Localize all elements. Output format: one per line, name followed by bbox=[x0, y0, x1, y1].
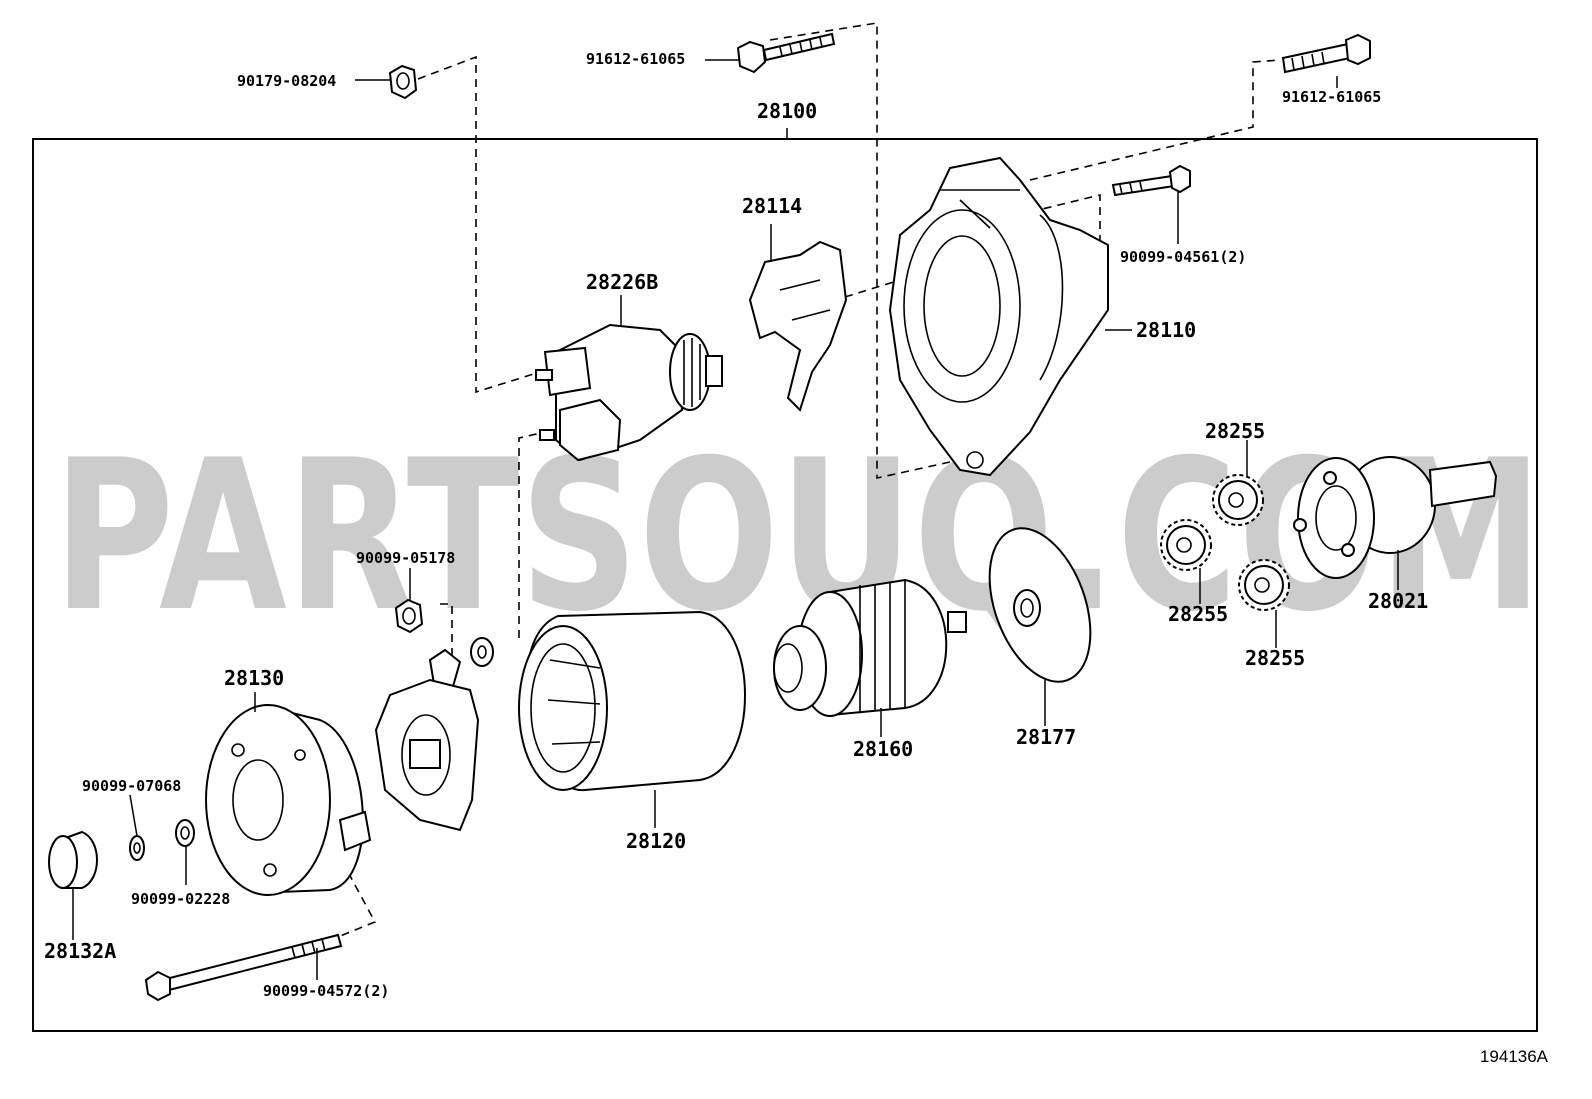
planetary-shaft-28021 bbox=[1293, 456, 1498, 579]
label-28100[interactable]: 28100 bbox=[757, 99, 817, 123]
nut-90099-05178 bbox=[394, 598, 424, 634]
label-28130[interactable]: 28130 bbox=[224, 666, 284, 690]
label-28114[interactable]: 28114 bbox=[742, 194, 802, 218]
assembly-frame bbox=[32, 138, 1538, 1032]
label-28226B[interactable]: 28226B bbox=[586, 270, 658, 294]
nut-90179-08204 bbox=[388, 64, 418, 100]
label-28160[interactable]: 28160 bbox=[853, 737, 913, 761]
label-90099-02228[interactable]: 90099-02228 bbox=[131, 890, 230, 908]
leader-lines bbox=[72, 59, 1399, 980]
solenoid-28226B bbox=[535, 323, 723, 462]
bolt-91612-61065-right bbox=[1281, 33, 1371, 74]
label-28255-bottom[interactable]: 28255 bbox=[1245, 646, 1305, 670]
armature-28160 bbox=[773, 578, 967, 717]
label-91612-61065-top[interactable]: 91612-61065 bbox=[586, 50, 685, 68]
bolt-90099-04572 bbox=[144, 933, 343, 1002]
label-90099-07068[interactable]: 90099-07068 bbox=[82, 777, 181, 795]
plate-28177 bbox=[988, 527, 1092, 683]
bolt-90099-04561 bbox=[1111, 164, 1191, 197]
brush-holder bbox=[374, 678, 480, 832]
label-90099-04561[interactable]: 90099-04561(2) bbox=[1120, 248, 1246, 266]
housing-28110 bbox=[888, 156, 1109, 477]
label-90099-05178[interactable]: 90099-05178 bbox=[356, 549, 455, 567]
label-90099-04572[interactable]: 90099-04572(2) bbox=[263, 982, 389, 1000]
label-28110[interactable]: 28110 bbox=[1136, 318, 1196, 342]
end-frame-28130 bbox=[205, 704, 372, 896]
label-28120[interactable]: 28120 bbox=[626, 829, 686, 853]
label-28255-top[interactable]: 28255 bbox=[1205, 419, 1265, 443]
washer-90099-02228 bbox=[175, 819, 195, 847]
watermark: PARTSOUQ.COM bbox=[53, 416, 1543, 658]
figure-number: 194136A bbox=[1480, 1047, 1549, 1066]
label-91612-61065-right[interactable]: 91612-61065 bbox=[1282, 88, 1381, 106]
washer-90099-07068 bbox=[129, 835, 145, 861]
label-28177[interactable]: 28177 bbox=[1016, 725, 1076, 749]
yoke-28120 bbox=[518, 610, 746, 792]
washer-lead bbox=[428, 637, 494, 691]
cap-28132A bbox=[48, 830, 98, 889]
gear-28255-bottom bbox=[1238, 559, 1290, 611]
gear-28255-top bbox=[1212, 474, 1264, 526]
label-28255-left[interactable]: 28255 bbox=[1168, 602, 1228, 626]
label-28021[interactable]: 28021 bbox=[1368, 589, 1428, 613]
lever-28114 bbox=[748, 240, 848, 412]
label-90179-08204[interactable]: 90179-08204 bbox=[237, 72, 336, 90]
label-28132A[interactable]: 28132A bbox=[44, 939, 116, 963]
gear-28255-left bbox=[1160, 519, 1212, 571]
bolt-91612-61065-top bbox=[736, 32, 836, 74]
part-labels: 90179-08204 91612-61065 91612-61065 2810… bbox=[44, 50, 1428, 1000]
